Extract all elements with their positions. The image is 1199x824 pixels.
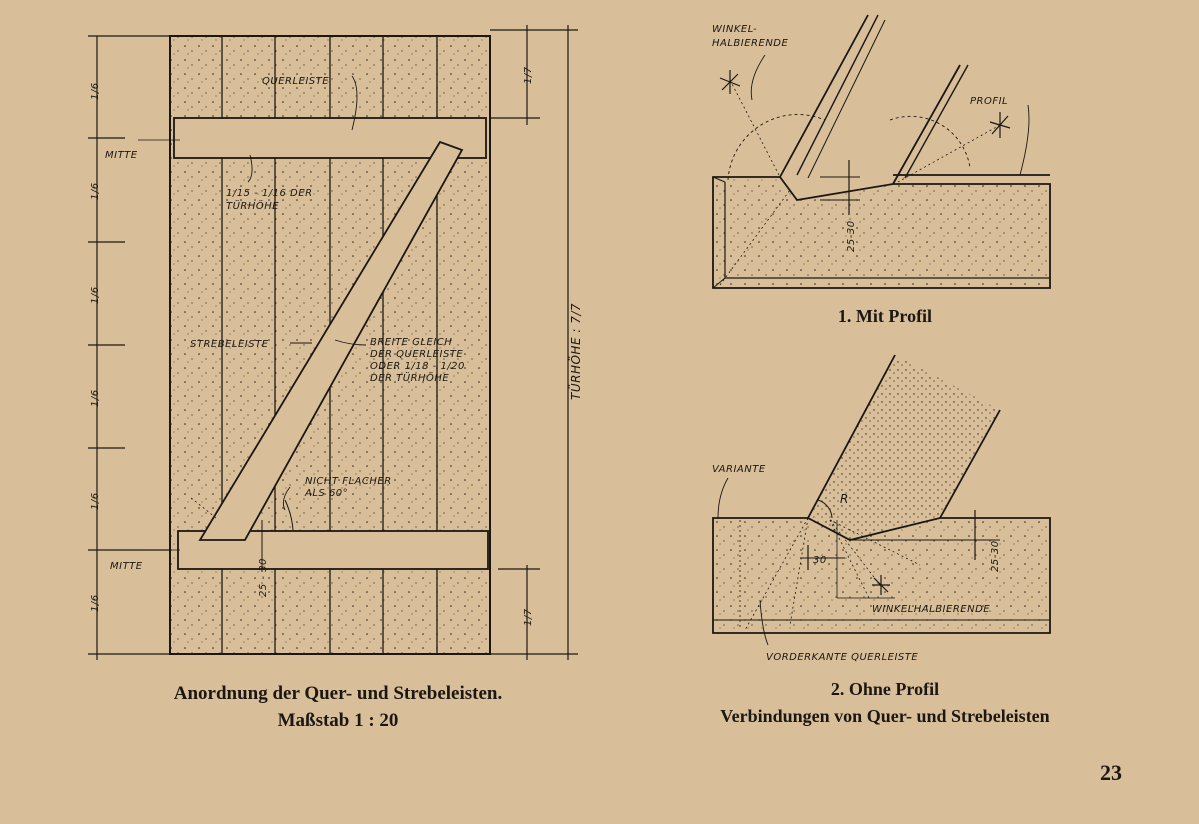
- profil-joint-drawing: [712, 14, 1051, 289]
- right-bottom-caption-line2: Verbindungen von Quer- und Strebeleisten: [720, 706, 1050, 726]
- left-caption: Anordnung der Quer- und Strebeleisten. M…: [88, 680, 588, 734]
- label-angle-2: ALS 60°: [304, 488, 348, 499]
- ohne-profil-joint-drawing: [712, 354, 1051, 646]
- label-seventh-top: 1/7: [523, 66, 534, 84]
- label-ratio-1: 1/15 - 1/16 DER: [226, 188, 313, 199]
- label-breite-2: DER QUERLEISTE: [370, 349, 463, 360]
- label-dim-25-30: 25 - 30: [258, 558, 269, 597]
- left-caption-line2: Maßstab 1 : 20: [277, 710, 399, 731]
- door-drawing: [88, 25, 578, 660]
- label-strebeleiste: STREBELEISTE: [190, 339, 269, 350]
- label-angle-1: NICHT FLACHER: [305, 476, 392, 487]
- diagonal-brace: [198, 140, 464, 541]
- right-bottom-caption: 2. Ohne Profil Verbindungen von Quer- un…: [620, 676, 1150, 730]
- profil-joint-labels: WINKEL- HALBIERENDE PROFIL 25-30: [712, 24, 1008, 252]
- right-top-caption: 1. Mit Profil: [837, 306, 933, 326]
- label-querleiste: QUERLEISTE: [262, 76, 329, 87]
- label-seventh-bottom: 1/7: [523, 608, 534, 626]
- label-sixth-5: 1/6: [90, 492, 101, 510]
- label-sixth-3: 1/6: [90, 286, 101, 304]
- door-labels: QUERLEISTE MITTE MITTE 1/15 - 1/16 DER T…: [90, 66, 583, 626]
- left-caption-line1: Anordnung der Quer- und Strebeleisten.: [173, 683, 503, 704]
- label-mitte-top: MITTE: [105, 150, 138, 161]
- label-sixth-4: 1/6: [90, 389, 101, 407]
- label-winkelhalbierende: WINKELHALBIERENDE: [872, 604, 990, 615]
- label-sixth-6: 1/6: [90, 594, 101, 612]
- label-dim-30: 30: [813, 555, 827, 566]
- label-winkel-1: WINKEL-: [712, 24, 757, 35]
- right-bottom-caption-line1: 2. Ohne Profil: [830, 679, 940, 699]
- label-sixth-1: 1/6: [90, 82, 101, 100]
- label-dim-25-30-top: 25-30: [846, 220, 857, 252]
- label-vorderkante: VORDERKANTE QUERLEISTE: [766, 652, 918, 663]
- label-mitte-bottom: MITTE: [110, 561, 143, 572]
- label-ratio-2: TÜRHÖHE: [226, 199, 279, 212]
- label-sixth-2: 1/6: [90, 182, 101, 200]
- ohne-profil-joint-labels: VARIANTE R 30 25-30 WINKELHALBIERENDE VO…: [712, 464, 1001, 663]
- label-profil: PROFIL: [970, 96, 1008, 107]
- label-dim-25-30-bottom: 25-30: [990, 540, 1001, 572]
- label-r: R: [840, 492, 849, 506]
- label-variante: VARIANTE: [712, 464, 766, 475]
- label-winkel-2: HALBIERENDE: [712, 38, 789, 49]
- label-turhohe: TÜRHÖHE : 7/7: [567, 303, 583, 400]
- label-breite-3: ODER 1/18 - 1/20: [370, 361, 465, 372]
- label-breite-4: DER TÜRHÖHE: [370, 371, 449, 384]
- page-number: 23: [1100, 760, 1122, 785]
- label-breite-1: BREITE GLEICH: [370, 337, 452, 348]
